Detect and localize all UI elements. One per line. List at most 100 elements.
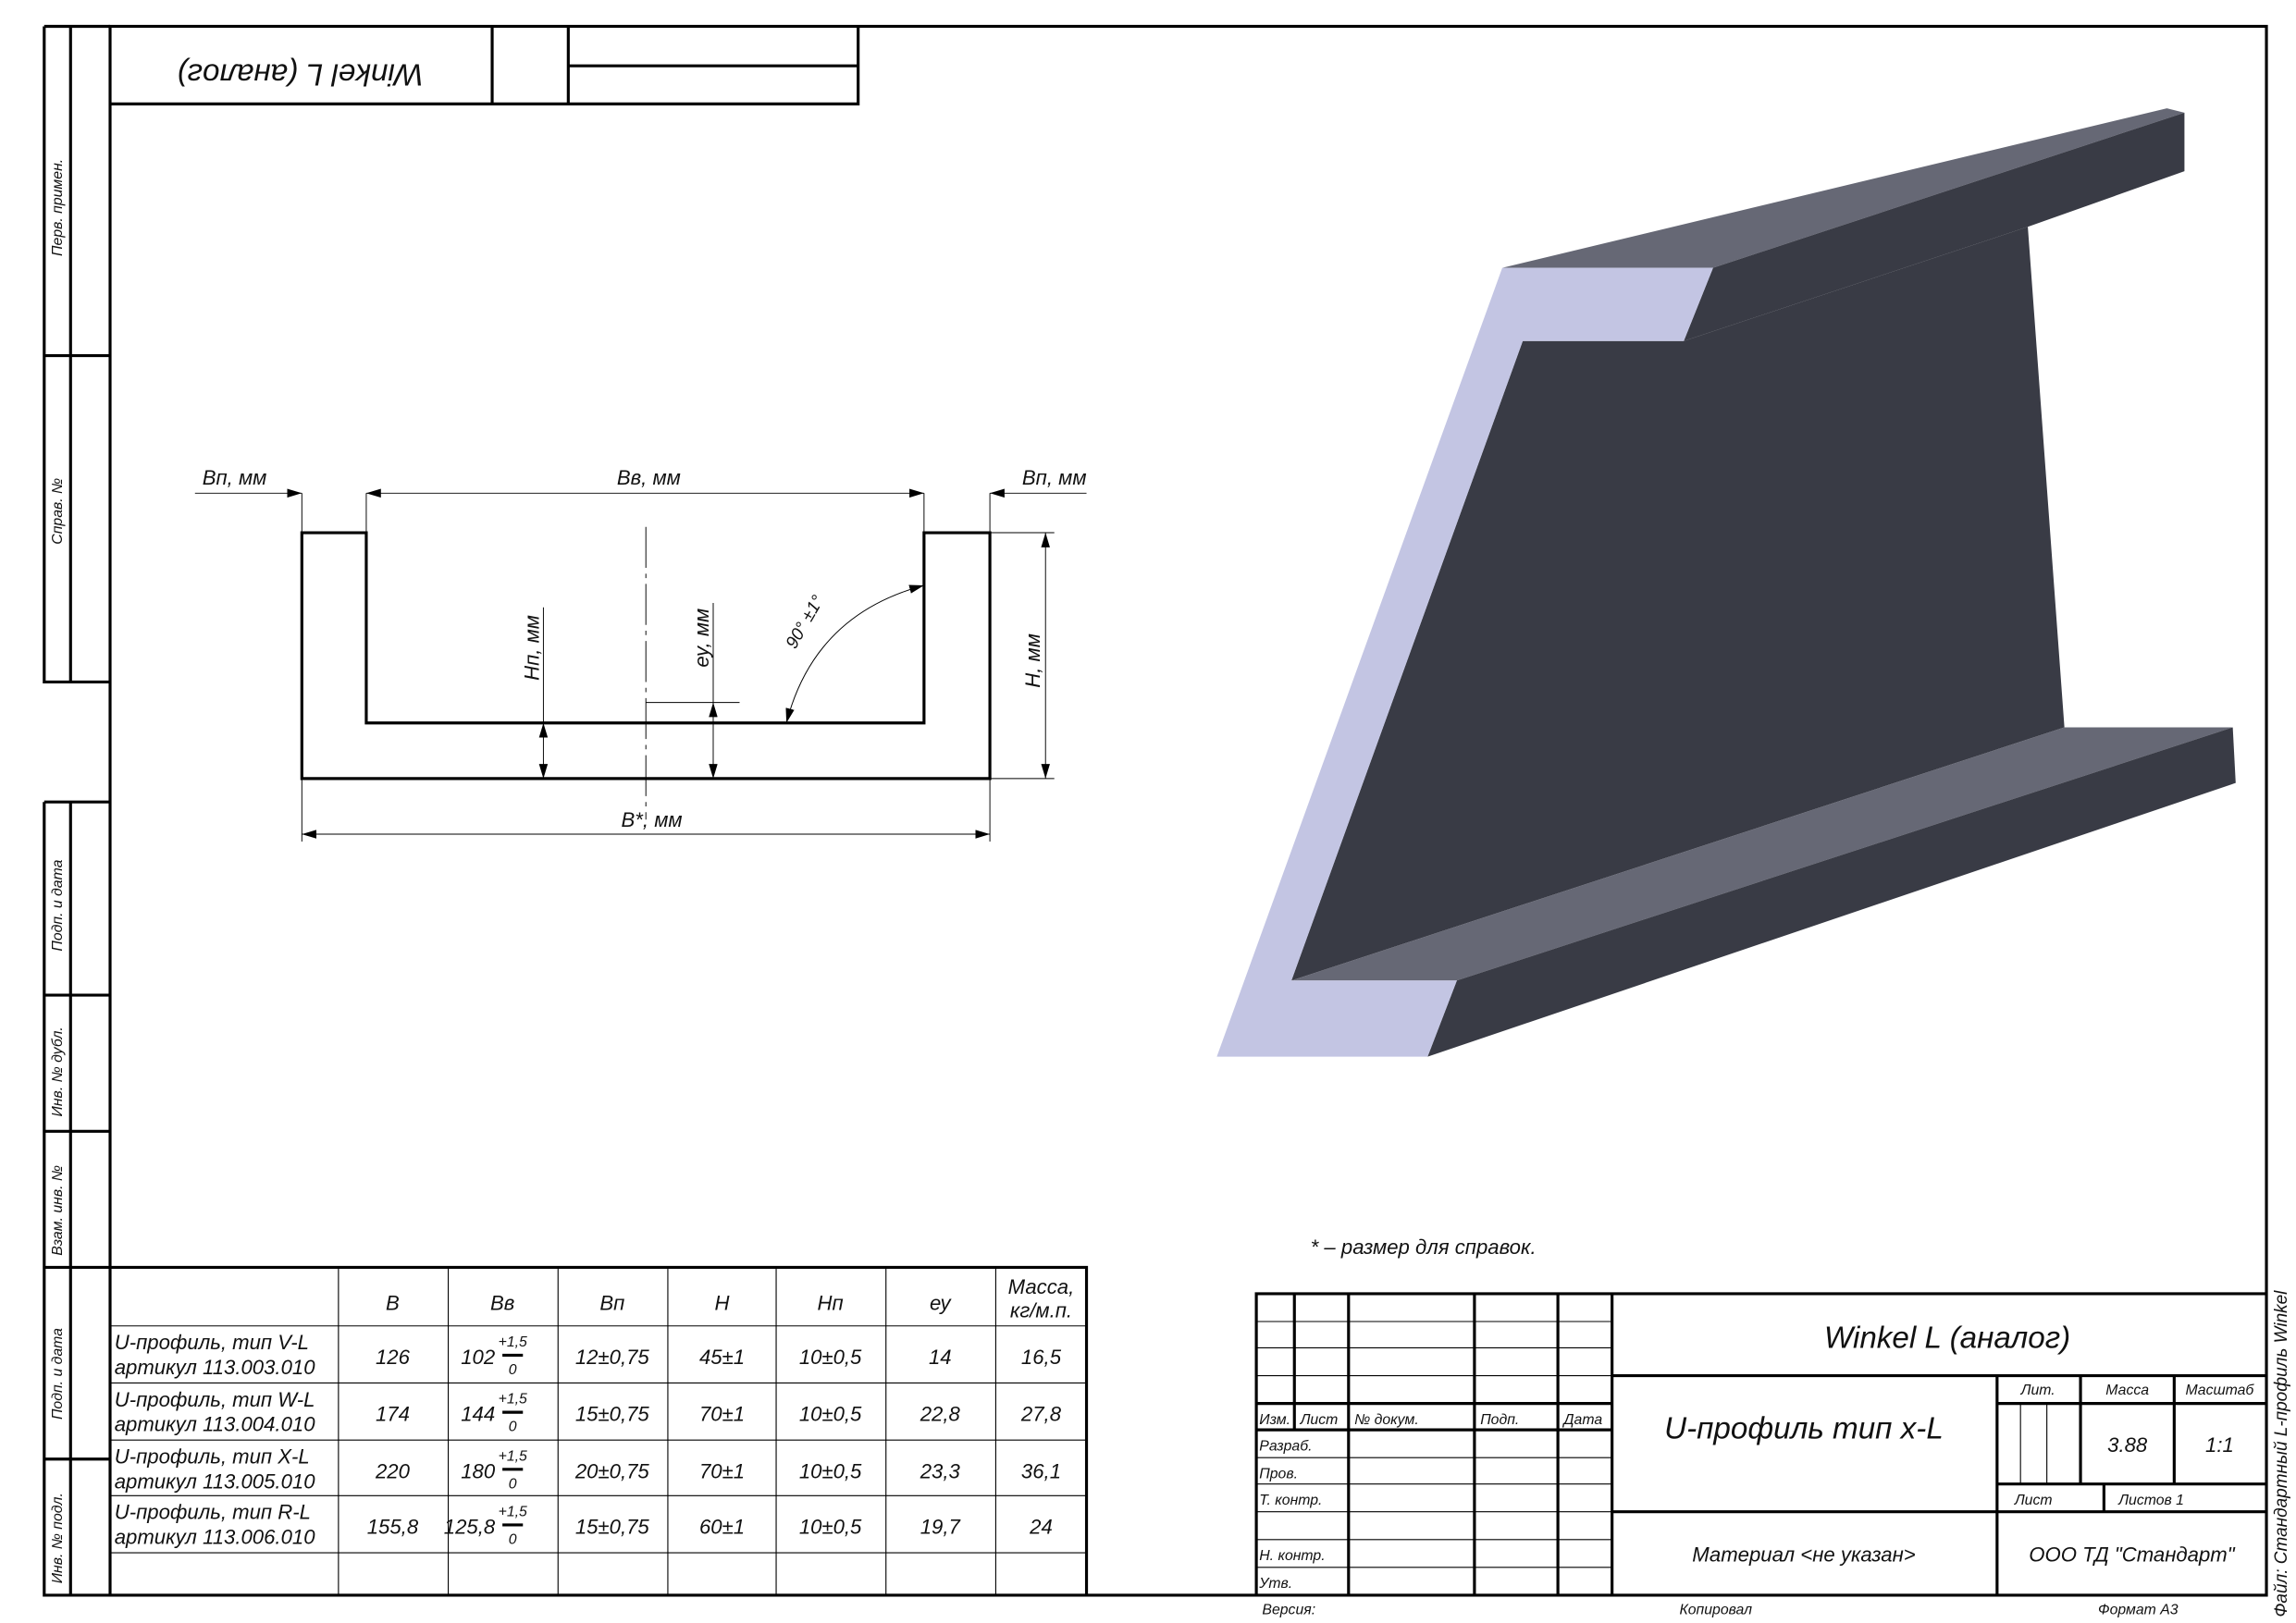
side-label-podp-data-2: Подп. и дата <box>50 1328 66 1420</box>
doc-name: Winkel L (аналог) <box>1824 1321 2070 1355</box>
cell-b: 126 <box>376 1346 411 1369</box>
dim-label-b: B*, мм <box>622 808 683 831</box>
row-article: артикул 113.004.010 <box>115 1413 315 1436</box>
top-flange-face <box>1501 108 2185 268</box>
cell-bv: 144 <box>461 1403 495 1426</box>
label-prov: Пров. <box>1259 1466 1298 1482</box>
cell-bv-tol-lower: 0 <box>509 1476 517 1492</box>
header-hp: Нп <box>818 1291 844 1314</box>
cell-hp: 10±0,5 <box>799 1515 862 1538</box>
cell-bv: 102 <box>461 1346 495 1369</box>
side-strip: Перв. примен. Справ. № Подп. и дата Инв.… <box>43 24 111 1597</box>
reference-note: * – размер для справок. <box>1311 1236 1537 1259</box>
cell-hp: 10±0,5 <box>799 1346 862 1369</box>
side-label-sprav: Справ. № <box>50 478 66 545</box>
hdr-list: Лист <box>1300 1412 1339 1428</box>
dim-label-bp-left: Вп, мм <box>203 466 267 489</box>
row-name: U-профиль, тип X-L <box>115 1445 310 1469</box>
cell-bv-tol-upper: +1,5 <box>499 1392 527 1408</box>
cell-h: 60±1 <box>699 1515 745 1538</box>
cell-bv: 125,8 <box>444 1515 496 1538</box>
label-mass: Масса <box>2105 1383 2149 1398</box>
cell-bv-tol-upper: +1,5 <box>499 1504 527 1519</box>
cell-bp: 12±0,75 <box>575 1346 650 1369</box>
cell-bv-tol-lower: 0 <box>509 1532 517 1548</box>
row-name: U-профиль, тип W-L <box>115 1388 315 1411</box>
label-utv: Утв. <box>1258 1576 1292 1592</box>
cell-hp: 10±0,5 <box>799 1403 862 1426</box>
row-article: артикул 113.003.010 <box>115 1356 315 1379</box>
cell-bp: 15±0,75 <box>575 1515 650 1538</box>
cell-bp: 20±0,75 <box>574 1459 650 1482</box>
cell-ey: 23,3 <box>920 1459 961 1482</box>
dim-label-hp: Нп, мм <box>521 615 544 681</box>
label-razrab: Разраб. <box>1259 1438 1312 1454</box>
hdr-doc: № докум. <box>1354 1412 1419 1428</box>
header-ey: еу <box>930 1291 953 1314</box>
dim-label-h: H, мм <box>1021 633 1044 688</box>
cell-ey: 22,8 <box>920 1403 961 1426</box>
side-label-inv-dubl: Инв. № дубл. <box>50 1027 66 1116</box>
header-bv: Вв <box>490 1291 514 1314</box>
cell-mass: 36,1 <box>1021 1459 1061 1482</box>
cell-mass: 24 <box>1029 1515 1053 1538</box>
footer-format: Формат А3 <box>2098 1603 2179 1618</box>
top-stamp: Winkel L (аналог) <box>110 26 860 105</box>
cell-bp: 15±0,75 <box>575 1403 650 1426</box>
hdr-izm: Изм. <box>1259 1412 1290 1428</box>
scale-value: 1:1 <box>2205 1433 2234 1457</box>
top-flange-side-face <box>1684 112 2185 341</box>
label-tkontr: Т. контр. <box>1259 1493 1322 1508</box>
row-name: U-профиль, тип V-L <box>115 1331 309 1354</box>
label-scale: Масштаб <box>2185 1383 2254 1398</box>
cell-b: 155,8 <box>367 1515 419 1538</box>
cell-ey: 19,7 <box>920 1515 961 1538</box>
cell-ey: 14 <box>929 1346 952 1369</box>
footer-version: Версия: <box>1262 1603 1315 1618</box>
cell-b: 220 <box>375 1459 411 1482</box>
bottom-flange-side-face <box>1427 727 2236 1057</box>
header-mass-unit: кг/м.п. <box>1010 1298 1072 1322</box>
bottom-flange-face <box>1291 727 2233 981</box>
material: Материал <не указан> <box>1692 1543 1916 1567</box>
header-h: H <box>714 1291 730 1314</box>
cell-mass: 16,5 <box>1021 1346 1062 1369</box>
cell-h: 45±1 <box>699 1346 745 1369</box>
side-label-inv-podl: Инв. № подл. <box>50 1493 66 1583</box>
header-b: B <box>386 1291 400 1314</box>
company: ООО ТД "Стандарт" <box>2029 1543 2235 1567</box>
label-sheets: Листов 1 <box>2117 1493 2184 1508</box>
label-lit: Лит. <box>2020 1383 2055 1398</box>
row-article: артикул 113.006.010 <box>115 1526 315 1549</box>
label-sheet: Лист <box>2014 1493 2053 1508</box>
dim-label-bp-right: Вп, мм <box>1022 466 1087 489</box>
hdr-date: Дата <box>1562 1412 1602 1428</box>
profile-end-face <box>1216 267 1713 1057</box>
footer-copied: Копировал <box>1679 1603 1752 1618</box>
profile-section-drawing: Вп, мм Вв, мм Вп, мм Нп, мм еу, мм 90° ±… <box>194 466 1087 842</box>
cell-h: 70±1 <box>699 1403 745 1426</box>
dim-label-bv: Вв, мм <box>617 466 681 489</box>
dim-label-ey: еу, мм <box>690 609 713 668</box>
profile-3d-model <box>1216 108 2236 1057</box>
cell-mass: 27,8 <box>1020 1403 1062 1426</box>
web-inner-face <box>1291 227 2065 981</box>
doc-designation: U-профиль тип x-L <box>1664 1412 1944 1446</box>
row-name: U-профиль, тип R-L <box>115 1501 311 1524</box>
file-label: Файл: Стандартный L-профиль Winkel <box>2272 1290 2291 1617</box>
cell-bv: 180 <box>461 1459 496 1482</box>
header-mass: Масса, <box>1008 1275 1075 1298</box>
dim-label-angle: 90° ±1° <box>783 592 829 652</box>
row-article: артикул 113.005.010 <box>115 1469 315 1493</box>
hdr-sign: Подп. <box>1480 1412 1519 1428</box>
side-label-vzam-inv: Взам. инв. № <box>50 1165 66 1256</box>
cell-bv-tol-lower: 0 <box>509 1362 517 1378</box>
mass-value: 3.88 <box>2107 1433 2148 1457</box>
side-label-podp-data-1: Подп. и дата <box>50 859 66 951</box>
cell-b: 174 <box>376 1403 410 1426</box>
cell-bv-tol-upper: +1,5 <box>499 1334 527 1350</box>
sheet-frame <box>108 24 2268 1597</box>
cell-h: 70±1 <box>699 1459 745 1482</box>
